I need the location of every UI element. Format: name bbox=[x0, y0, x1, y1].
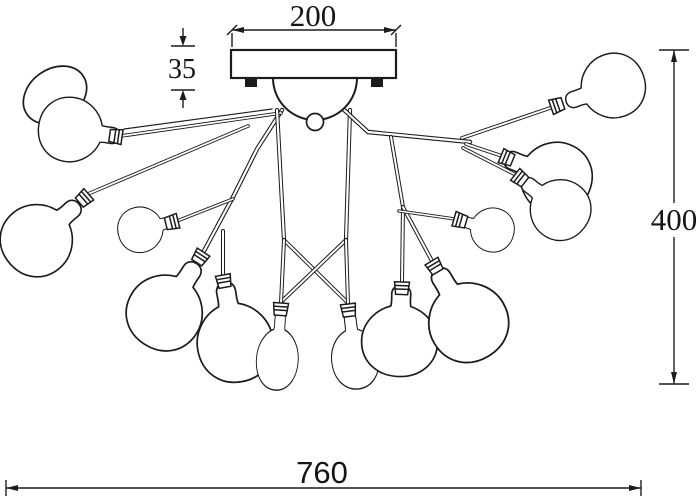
bulb bbox=[554, 44, 655, 134]
right-upper-bulb-arm bbox=[460, 106, 552, 140]
center-stem-left bbox=[279, 238, 286, 305]
dimension-canopy-height: 35 bbox=[168, 28, 196, 108]
canopy bbox=[229, 48, 398, 132]
left-branch-arm bbox=[201, 107, 285, 254]
bulb-socket bbox=[107, 127, 124, 146]
canopy-plate bbox=[229, 48, 398, 80]
bulb bbox=[359, 283, 441, 379]
bulb-socket bbox=[163, 212, 181, 232]
left-small-bulb-arm bbox=[175, 197, 235, 223]
right-branch-arm bbox=[339, 105, 473, 145]
right-side-bulb-arm bbox=[464, 142, 504, 158]
left-fan-line bbox=[123, 108, 273, 130]
center-v-left-leg bbox=[274, 107, 287, 243]
bulb-socket bbox=[271, 301, 290, 317]
cross-rod-1 bbox=[282, 238, 350, 305]
dimension-fixture-width: 760 bbox=[5, 455, 642, 496]
center-stem-right bbox=[344, 238, 350, 306]
bulb-socket bbox=[214, 272, 234, 290]
dimension-canopy-width: 200 bbox=[226, 0, 402, 47]
bulb-socket bbox=[339, 302, 358, 319]
right-drop-rod bbox=[389, 135, 405, 209]
canopy-foot-right bbox=[371, 78, 383, 87]
canopy-foot-left bbox=[245, 78, 257, 87]
left-bulb-arm-upper bbox=[119, 111, 283, 138]
bulb-socket bbox=[547, 95, 567, 116]
bulbs bbox=[0, 44, 655, 393]
center-v-right-leg bbox=[343, 107, 353, 243]
dimension-label-35: 35 bbox=[168, 54, 196, 85]
right-diagonal-stem bbox=[401, 205, 434, 263]
dimension-fixture-height: 400 bbox=[651, 49, 698, 385]
left-bulb-arm-lower bbox=[86, 124, 250, 196]
bulb-socket bbox=[393, 280, 411, 296]
cross-rod-2 bbox=[279, 238, 348, 304]
right-small-bulb-arm bbox=[397, 209, 457, 221]
dimension-label-200: 200 bbox=[290, 0, 337, 33]
dome-nub bbox=[305, 112, 325, 132]
arm-tubes bbox=[86, 105, 552, 306]
dimension-label-760: 760 bbox=[296, 455, 348, 490]
right-center-stem bbox=[400, 205, 405, 284]
right-lower-bulb-arm bbox=[461, 146, 518, 177]
dimension-label-400: 400 bbox=[651, 202, 698, 237]
